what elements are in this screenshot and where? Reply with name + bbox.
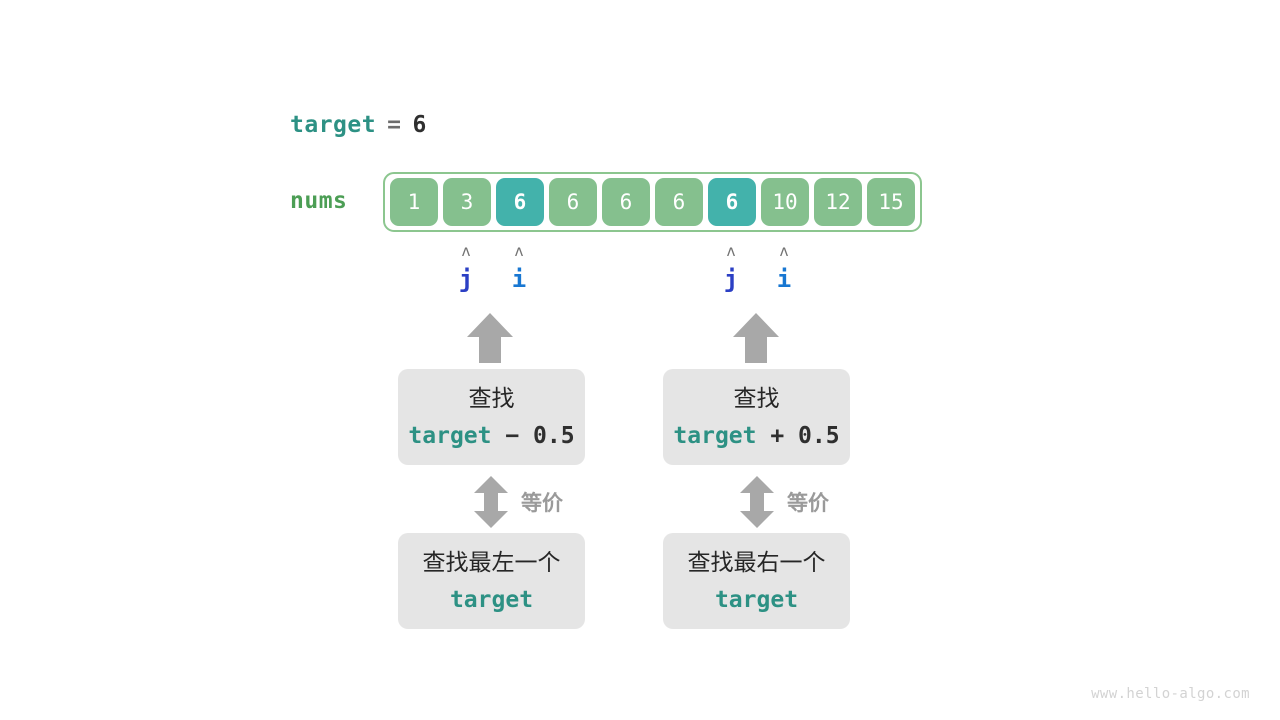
array-cell: 15 [867,178,915,226]
top-box-right-keyword: target [673,422,757,449]
bottom-box-left: 查找最左一个 target [398,533,585,629]
bottom-box-right-keyword: target [714,586,799,613]
equivalence-left: 等价 [474,476,563,528]
target-equals-sign: = [387,112,402,138]
equivalence-right-label: 等价 [787,491,829,515]
array-cell: 3 [443,178,491,226]
pointer-caret-icon: ʌ [726,242,736,260]
pointer-caret-icon: ʌ [461,242,471,260]
bottom-box-left-keyword: target [449,586,534,613]
top-box-left-line1: 查找 [468,385,515,412]
top-box-left-operator: − [491,422,534,449]
array-cell: 6 [496,178,544,226]
top-box-right-line1: 查找 [733,385,780,412]
array-cell: 6 [549,178,597,226]
pointer-label: i [511,265,527,293]
array-cell: 6 [602,178,650,226]
array-cell: 12 [814,178,862,226]
array-name-label: nums [290,188,348,214]
bottom-box-right-line1: 查找最右一个 [687,549,826,576]
double-arrow-left-icon [474,476,508,528]
pointer-label: i [776,265,792,293]
target-variable-label: target [290,112,377,138]
watermark: www.hello-algo.com [1091,686,1250,702]
target-value: 6 [412,112,427,138]
array-cell: 6 [708,178,756,226]
array-cell: 6 [655,178,703,226]
top-box-left-operand: 0.5 [533,422,575,449]
up-arrow-left [467,313,513,363]
top-box-left: 查找 target − 0.5 [398,369,585,465]
top-box-right: 查找 target + 0.5 [663,369,850,465]
bottom-box-right: 查找最右一个 target [663,533,850,629]
bottom-box-left-line1: 查找最左一个 [422,549,561,576]
target-expression: target = 6 [290,112,427,138]
bottom-box-left-keyword-line: target [450,583,533,617]
array-cell: 1 [390,178,438,226]
equivalence-right: 等价 [740,476,829,528]
array-cell: 10 [761,178,809,226]
bottom-box-right-keyword-line: target [715,583,798,617]
double-arrow-right-icon [740,476,774,528]
pointer-caret-icon: ʌ [779,242,789,260]
up-arrow-right [733,313,779,363]
top-box-right-expression: target + 0.5 [673,419,839,453]
equivalence-left-label: 等价 [521,491,563,515]
pointer-label: j [458,265,474,293]
pointer-label: j [723,265,739,293]
pointer-caret-icon: ʌ [514,242,524,260]
top-box-left-keyword: target [408,422,492,449]
top-box-right-operator: + [756,422,799,449]
top-box-right-operand: 0.5 [798,422,840,449]
top-box-left-expression: target − 0.5 [408,419,574,453]
